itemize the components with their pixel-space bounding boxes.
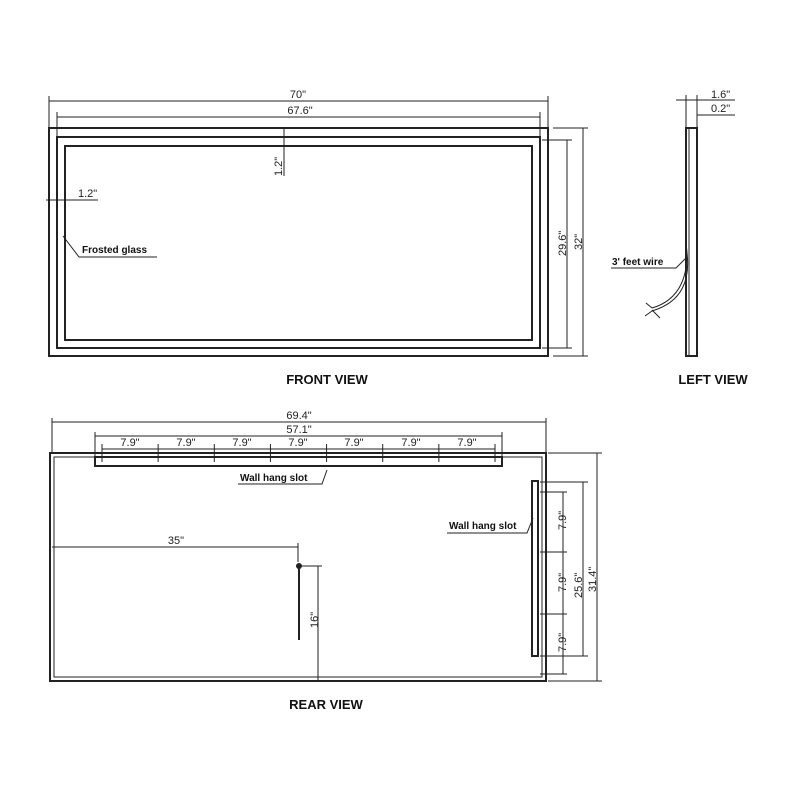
svg-text:7.9": 7.9" (401, 437, 420, 449)
dim-rear-width: 69.4" (51, 410, 547, 453)
svg-text:0.2": 0.2" (711, 103, 730, 115)
svg-text:31.4": 31.4" (587, 567, 599, 592)
dim-rear-height: 31.4" (548, 452, 602, 682)
dim-cord-y: 16" (299, 565, 322, 681)
svg-text:Wall hang slot: Wall hang slot (240, 473, 308, 484)
dim-cord-x: 35" (52, 535, 299, 562)
power-cord (296, 563, 302, 640)
svg-text:7.9": 7.9" (344, 437, 363, 449)
front-glass (64, 145, 533, 341)
dim-70: 70" (290, 89, 306, 101)
svg-text:Wall hang slot: Wall hang slot (449, 521, 517, 532)
svg-text:69.4": 69.4" (286, 410, 311, 422)
dim-slot-width: 57.1" (94, 424, 503, 466)
front-view-title: FRONT VIEW (286, 372, 368, 387)
svg-text:16": 16" (309, 612, 321, 628)
rear-frame (49, 452, 547, 682)
svg-text:25.6": 25.6" (573, 573, 585, 598)
dim-height-overall: 32" (553, 127, 588, 357)
svg-text:1.6": 1.6" (711, 89, 730, 101)
dim-side-slot-length: 25.6" (540, 481, 588, 657)
left-view: 1.6" 0.2" 3' feet wire LEFT VIEW (611, 89, 748, 387)
svg-text:7.9": 7.9" (120, 437, 139, 449)
svg-text:7.9": 7.9" (232, 437, 251, 449)
svg-text:7.9": 7.9" (288, 437, 307, 449)
svg-text:7.9": 7.9" (176, 437, 195, 449)
dim-depth-overall: 1.6" (676, 89, 735, 128)
side-slot-callout: Wall hang slot (447, 517, 534, 534)
svg-text:1.2": 1.2" (273, 157, 285, 176)
side-wall-hang-slot (531, 480, 539, 657)
front-view: 70" 67.6" 1.2" 1.2" Frosted glass 29.6" … (46, 89, 588, 387)
svg-text:7.9": 7.9" (557, 633, 569, 652)
svg-text:29.6": 29.6" (557, 231, 569, 256)
frosted-glass-callout: Frosted glass (62, 235, 157, 258)
top-wall-hang-slot (94, 456, 503, 467)
dim-67-6: 67.6" (287, 105, 312, 117)
dim-border-top: 1.2" (273, 128, 285, 176)
svg-text:7.9": 7.9" (557, 511, 569, 530)
side-slot-spacing: 7.9" 7.9" 7.9" (540, 491, 569, 675)
svg-text:7.9": 7.9" (457, 437, 476, 449)
dim-depth-glass: 0.2" (697, 103, 735, 116)
top-slot-callout: Wall hang slot (238, 469, 328, 485)
left-view-title: LEFT VIEW (678, 372, 748, 387)
svg-text:1.2": 1.2" (78, 188, 97, 200)
front-middle-frame (56, 136, 541, 349)
side-profile (685, 127, 698, 357)
svg-text:Frosted glass: Frosted glass (82, 245, 147, 256)
front-outer-frame (48, 127, 549, 357)
power-wire: 3' feet wire (611, 241, 689, 319)
dim-border-left: 1.2" (46, 188, 98, 201)
rear-view: 69.4" 57.1" 7.9" 7.9" 7.9" 7.9" 7.9" 7.9… (49, 410, 602, 712)
top-slot-spacing: 7.9" 7.9" 7.9" 7.9" 7.9" 7.9" 7.9" (101, 437, 496, 462)
dim-width-overall: 70" (48, 89, 549, 128)
rear-view-title: REAR VIEW (289, 697, 363, 712)
dim-width-inner: 67.6" (56, 105, 541, 137)
svg-text:3' feet wire: 3' feet wire (612, 257, 664, 268)
svg-text:32": 32" (573, 234, 585, 250)
dim-height-inner: 29.6" (542, 139, 572, 349)
svg-text:57.1": 57.1" (286, 424, 311, 436)
svg-text:7.9": 7.9" (557, 573, 569, 592)
svg-text:35": 35" (168, 535, 184, 547)
